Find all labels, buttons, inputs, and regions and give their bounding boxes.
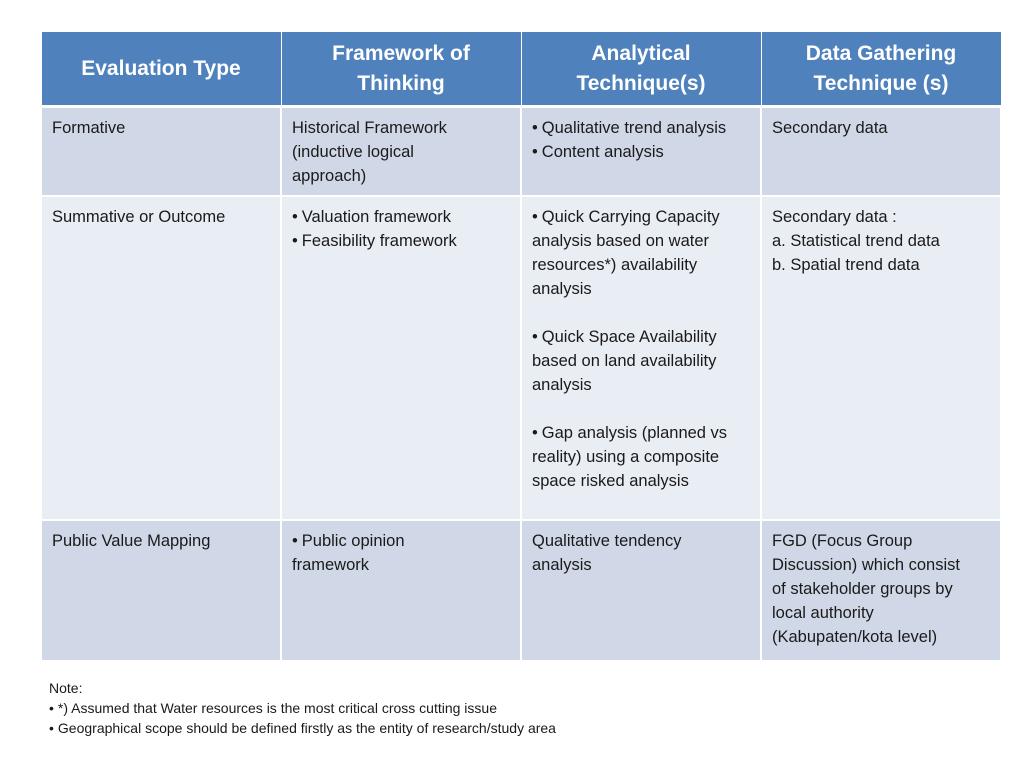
paragraph-gap	[532, 397, 750, 421]
cell-data-gathering: Secondary data	[760, 105, 1002, 197]
bullet-icon: •	[292, 231, 298, 250]
bullet-item: •Feasibility framework	[292, 231, 457, 250]
bullet-icon: •	[532, 327, 538, 346]
bullet-icon: •	[532, 143, 538, 161]
header-analytical-techniques: Analytical Technique(s)	[520, 31, 762, 108]
table-row: Public Value Mapping •Public opinion fra…	[40, 518, 1002, 662]
bullet-item: •Public opinion	[292, 531, 405, 550]
bullet-item: •Valuation framework	[292, 207, 451, 226]
bullet-item: •Quick Space Availability	[532, 327, 717, 346]
cell-analytical: Qualitative tendency analysis	[520, 518, 762, 662]
bullet-item: •Quick Carrying Capacity	[532, 207, 720, 226]
bullet-icon: •	[292, 207, 298, 226]
cell-data-gathering: Secondary data : a. Statistical trend da…	[760, 194, 1002, 521]
bullet-item: •Gap analysis (planned vs	[532, 423, 728, 442]
note-item: •*) Assumed that Water resources is the …	[49, 700, 497, 716]
cell-framework: Historical Framework (inductive logical …	[280, 105, 522, 197]
cell-data-gathering: FGD (Focus Group Discussion) which consi…	[760, 518, 1002, 662]
cell-evaluation-type: Public Value Mapping	[40, 518, 282, 662]
table-row: Summative or Outcome •Valuation framewor…	[40, 194, 1002, 521]
bullet-icon: •	[292, 531, 298, 550]
table-row: Formative Historical Framework (inductiv…	[40, 105, 1002, 197]
header-evaluation-type: Evaluation Type	[40, 31, 282, 108]
bullet-icon: •	[532, 423, 538, 442]
header-framework-of-thinking: Framework of Thinking	[280, 31, 522, 108]
note-item: •Geographical scope should be defined fi…	[49, 720, 556, 736]
bullet-icon: •	[49, 700, 54, 716]
cell-evaluation-type: Summative or Outcome	[40, 194, 282, 521]
bullet-icon: •	[532, 207, 538, 226]
footnote: Note: •*) Assumed that Water resources i…	[49, 678, 556, 738]
cell-evaluation-type: Formative	[40, 105, 282, 197]
cell-framework: •Valuation framework •Feasibility framew…	[280, 194, 522, 521]
cell-analytical: •Quick Carrying Capacity analysis based …	[520, 194, 762, 521]
evaluation-table: Evaluation Type Framework of Thinking An…	[40, 31, 1002, 662]
bullet-item: •Qualitative trend analysis	[532, 119, 727, 137]
cell-analytical: •Qualitative trend analysis •Content ana…	[520, 105, 762, 197]
paragraph-gap	[532, 301, 750, 325]
cell-framework: •Public opinion framework	[280, 518, 522, 662]
table-header-row: Evaluation Type Framework of Thinking An…	[40, 31, 1002, 108]
bullet-icon: •	[49, 720, 54, 736]
header-data-gathering-techniques: Data Gathering Technique (s)	[760, 31, 1002, 108]
bullet-item: •Content analysis	[532, 143, 664, 161]
bullet-icon: •	[532, 119, 538, 137]
note-title: Note:	[49, 680, 83, 696]
